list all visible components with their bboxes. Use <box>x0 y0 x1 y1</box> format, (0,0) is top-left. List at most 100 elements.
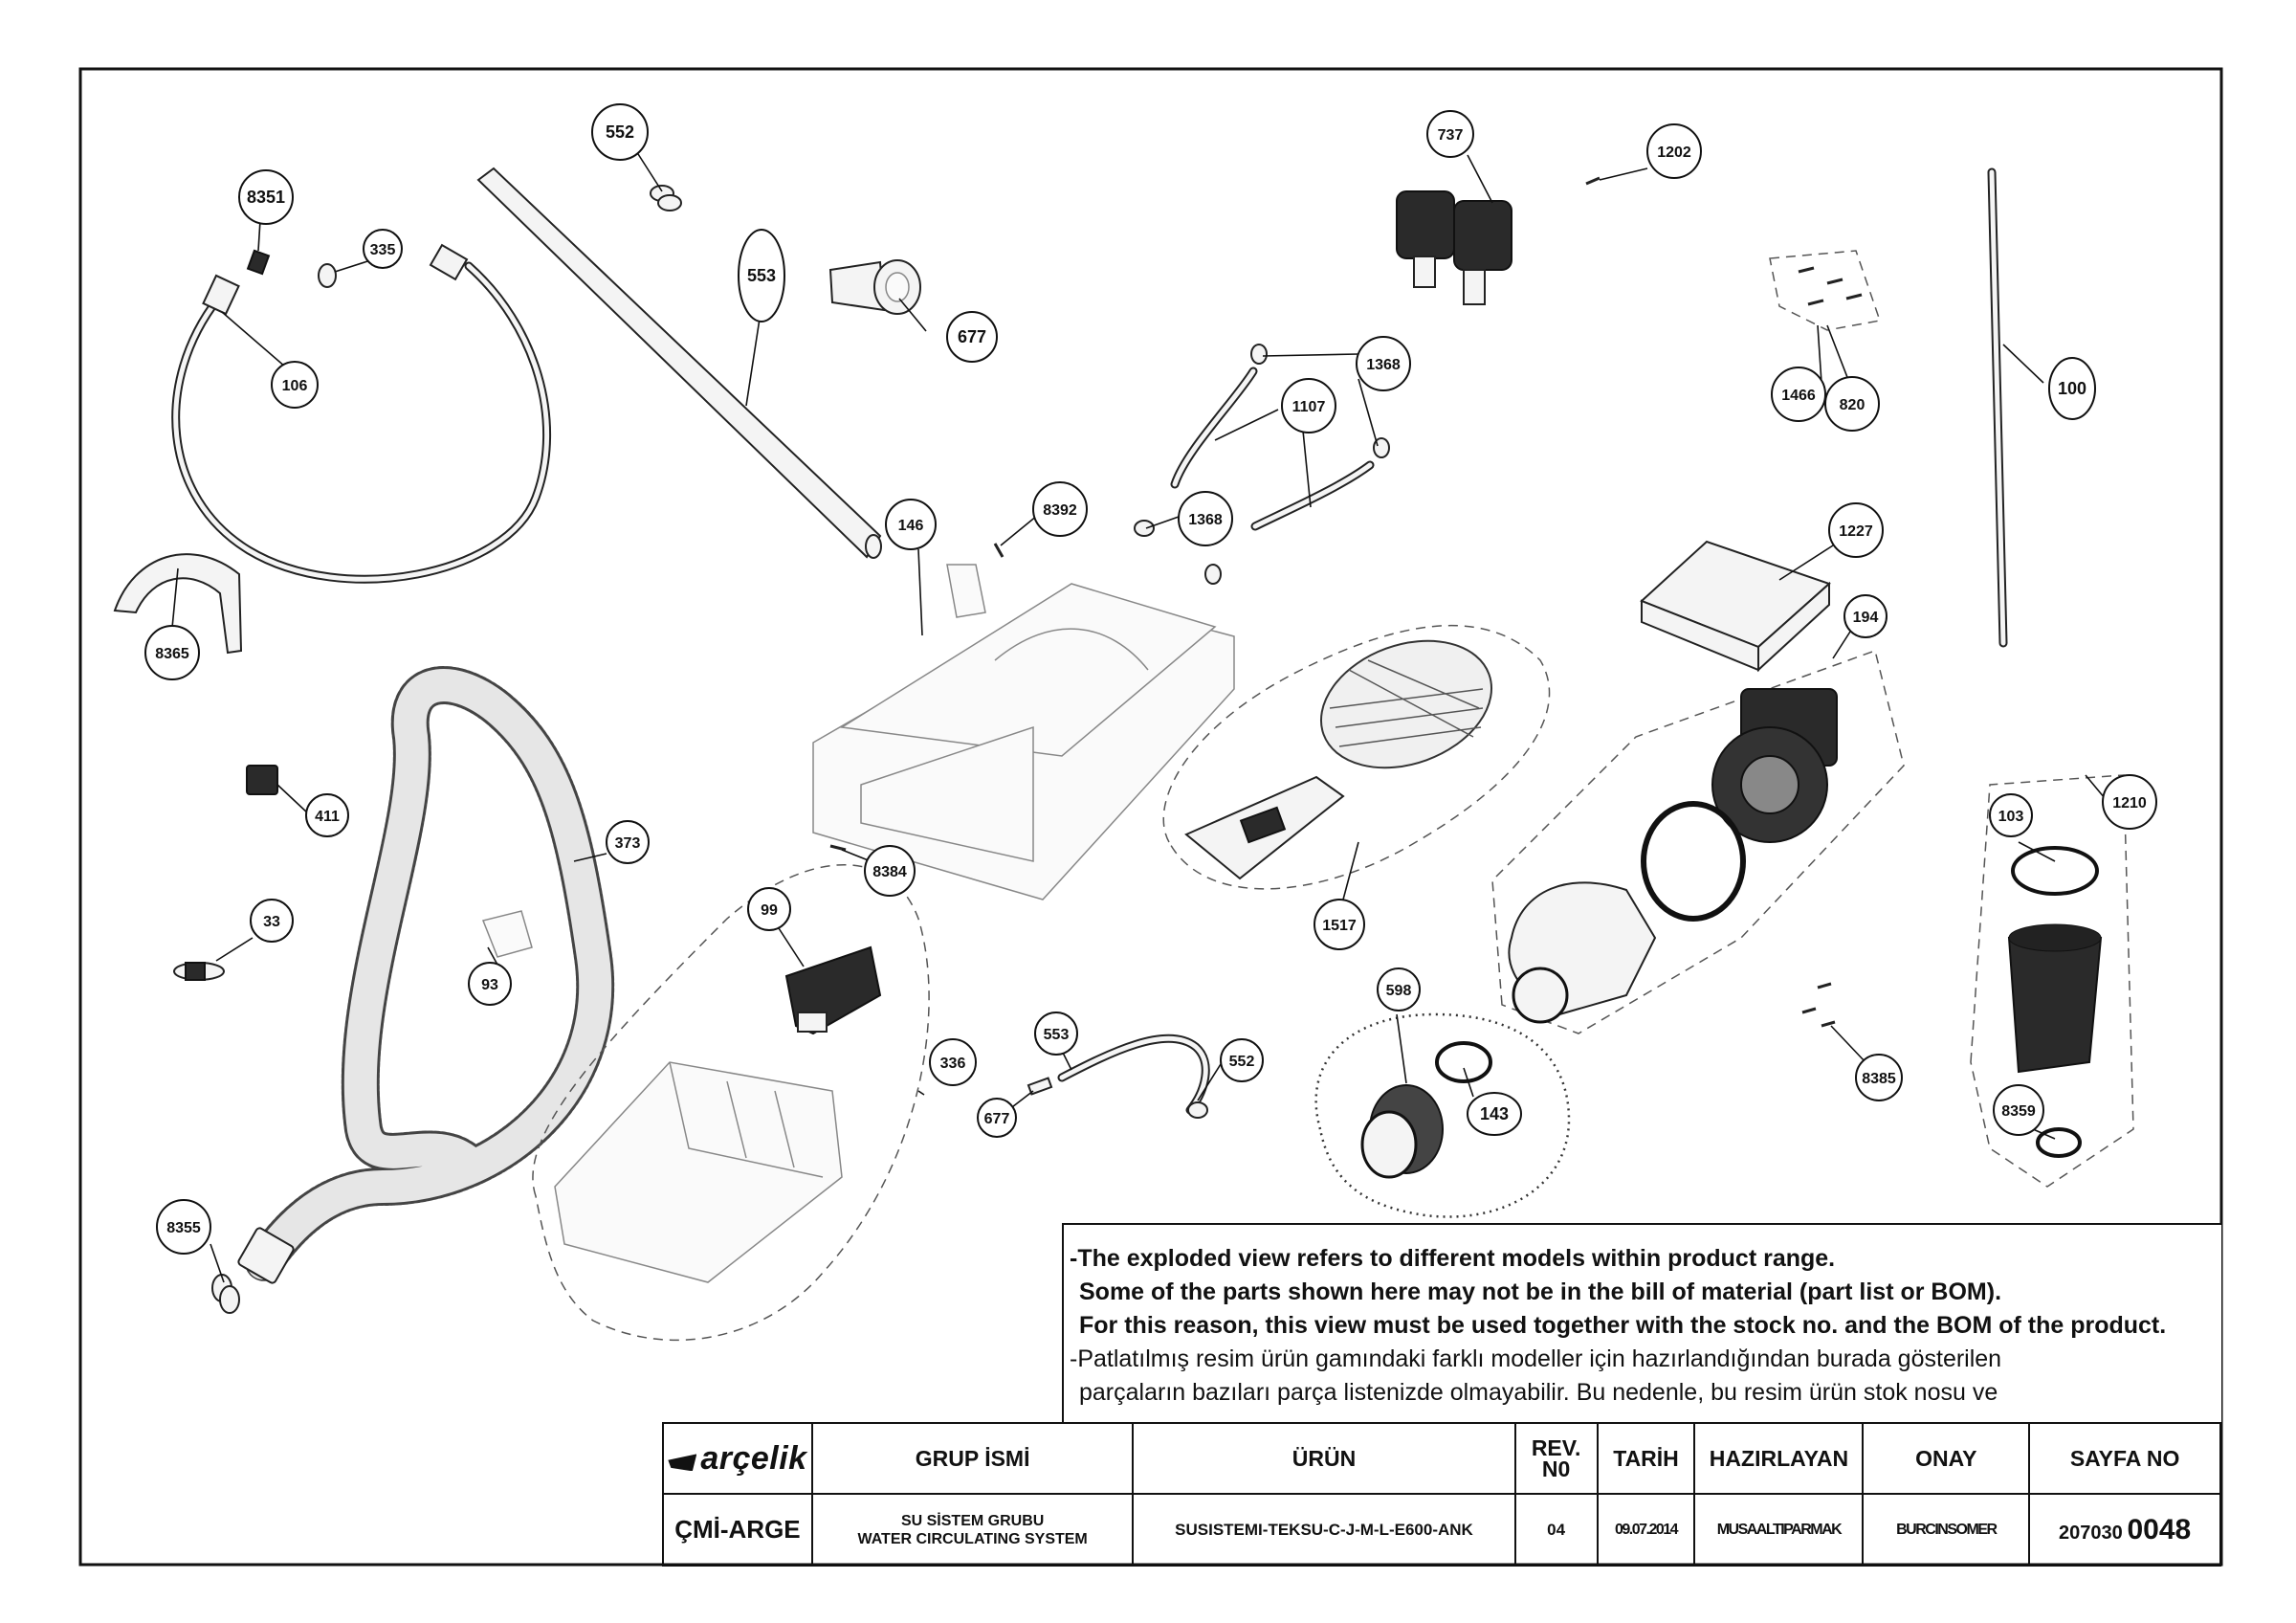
svg-text:553: 553 <box>747 266 776 285</box>
callout-33: 33 <box>250 899 294 943</box>
part-677-fitting <box>828 259 921 315</box>
callout-103: 103 <box>1989 793 2033 837</box>
value-dept: ÇMİ-ARGE <box>662 1493 813 1567</box>
callout-820: 820 <box>1824 376 1880 432</box>
part-100-long-hose <box>1987 167 2008 648</box>
callout-335: 335 <box>363 229 403 269</box>
value-rev: 04 <box>1513 1493 1599 1567</box>
part-99-lever <box>784 945 882 1035</box>
svg-text:677: 677 <box>984 1111 1010 1127</box>
part-146-dispenser-housing <box>812 564 1235 900</box>
svg-text:99: 99 <box>761 902 778 919</box>
callout-373: 373 <box>606 820 650 864</box>
svg-text:336: 336 <box>940 1056 966 1072</box>
callout-553-b: 553 <box>1034 1012 1078 1056</box>
svg-text:1368: 1368 <box>1366 357 1401 373</box>
callout-553-a: 553 <box>738 229 785 322</box>
callout-8351: 8351 <box>238 169 294 225</box>
svg-text:1466: 1466 <box>1781 388 1816 404</box>
svg-text:1517: 1517 <box>1322 918 1357 934</box>
part-1202-screw <box>1585 176 1601 186</box>
svg-text:552: 552 <box>1229 1054 1255 1070</box>
part-552-clamp <box>650 185 682 211</box>
brand-mark-icon <box>668 1454 697 1472</box>
callout-8385: 8385 <box>1855 1054 1903 1101</box>
svg-text:143: 143 <box>1480 1104 1509 1123</box>
value-prepared: MUSAALTIPARMAK <box>1693 1493 1865 1567</box>
note-line-2: Some of the parts shown here may not be … <box>1079 1278 2002 1305</box>
notes-box: -The exploded view refers to different m… <box>1062 1223 2221 1422</box>
svg-text:146: 146 <box>898 518 924 534</box>
value-date: 09.07.2014 <box>1596 1493 1696 1567</box>
part-8385-screws <box>1801 982 1836 1028</box>
svg-text:1202: 1202 <box>1657 145 1691 161</box>
part-194-pump <box>1491 650 1905 1034</box>
note-line-4: -Patlatılmış resim ürün gamındaki farklı… <box>1070 1345 2002 1372</box>
svg-text:677: 677 <box>958 327 986 346</box>
callout-552-a: 552 <box>591 103 649 161</box>
callout-106: 106 <box>271 361 319 409</box>
value-product: SUSISTEMI-TEKSU-C-J-M-L-E600-ANK <box>1132 1493 1516 1567</box>
callout-8359: 8359 <box>1993 1084 2044 1136</box>
callout-8365: 8365 <box>144 625 200 680</box>
part-1107-hoses <box>1170 367 1375 531</box>
svg-text:8359: 8359 <box>2001 1103 2036 1120</box>
callout-1202: 1202 <box>1646 123 1702 179</box>
svg-text:194: 194 <box>1853 610 1879 626</box>
part-737-valve <box>1396 190 1512 305</box>
brand-logo: arçelik <box>662 1422 813 1495</box>
part-373-drain-hose <box>237 666 615 1284</box>
callout-143: 143 <box>1467 1092 1522 1136</box>
callout-336: 336 <box>929 1038 977 1086</box>
callout-1466: 1466 <box>1771 367 1826 422</box>
header-group: GRUP İSMİ <box>810 1422 1135 1495</box>
header-page: SAYFA NO <box>2028 1422 2221 1495</box>
leader-lines <box>171 143 2106 1283</box>
part-1227-pad <box>1640 540 1831 673</box>
callout-552-b: 552 <box>1220 1038 1264 1082</box>
svg-text:8392: 8392 <box>1043 502 1077 519</box>
part-8365-hose-guide <box>113 553 243 655</box>
header-rev: REV.N0 <box>1513 1422 1599 1495</box>
svg-text:737: 737 <box>1438 127 1464 144</box>
svg-text:1107: 1107 <box>1292 399 1326 415</box>
callout-100: 100 <box>2048 357 2096 420</box>
callout-677-a: 677 <box>946 311 998 363</box>
callout-8355: 8355 <box>156 1199 211 1255</box>
callout-93: 93 <box>468 962 512 1006</box>
svg-text:335: 335 <box>370 242 396 258</box>
svg-text:411: 411 <box>315 809 340 825</box>
title-block: arçelik GRUP İSMİ ÜRÜN REV.N0 TARİH HAZI… <box>662 1422 2221 1567</box>
callout-677-b: 677 <box>977 1098 1017 1138</box>
svg-text:100: 100 <box>2058 379 2086 398</box>
header-date: TARİH <box>1596 1422 1696 1495</box>
part-1368-clamps <box>1134 344 1390 585</box>
callout-194: 194 <box>1843 594 1888 638</box>
part-1466-820-screws <box>1769 250 1881 331</box>
part-1210-bellows <box>1970 774 2134 1188</box>
svg-text:8385: 8385 <box>1862 1071 1896 1087</box>
note-line-1: -The exploded view refers to different m… <box>1070 1245 1836 1272</box>
callout-1210: 1210 <box>2102 774 2157 830</box>
svg-text:93: 93 <box>481 977 498 993</box>
part-33-clamp <box>173 962 225 981</box>
part-335-washer <box>318 263 337 288</box>
part-8384-screw <box>829 844 847 852</box>
svg-text:8351: 8351 <box>247 188 285 207</box>
callout-598: 598 <box>1377 967 1421 1012</box>
callout-1368-a: 1368 <box>1356 336 1411 391</box>
svg-text:1210: 1210 <box>2112 795 2147 812</box>
part-8355-clamp <box>211 1274 240 1314</box>
callout-1107: 1107 <box>1281 378 1336 434</box>
callout-146: 146 <box>885 499 937 550</box>
callout-411: 411 <box>305 793 349 837</box>
part-106-inlet-hose <box>171 243 551 584</box>
part-8351-clip <box>246 249 271 276</box>
svg-text:552: 552 <box>606 122 634 142</box>
svg-text:106: 106 <box>282 378 308 394</box>
part-93-bracket <box>481 910 533 958</box>
header-product: ÜRÜN <box>1132 1422 1516 1495</box>
callout-99: 99 <box>747 887 791 931</box>
